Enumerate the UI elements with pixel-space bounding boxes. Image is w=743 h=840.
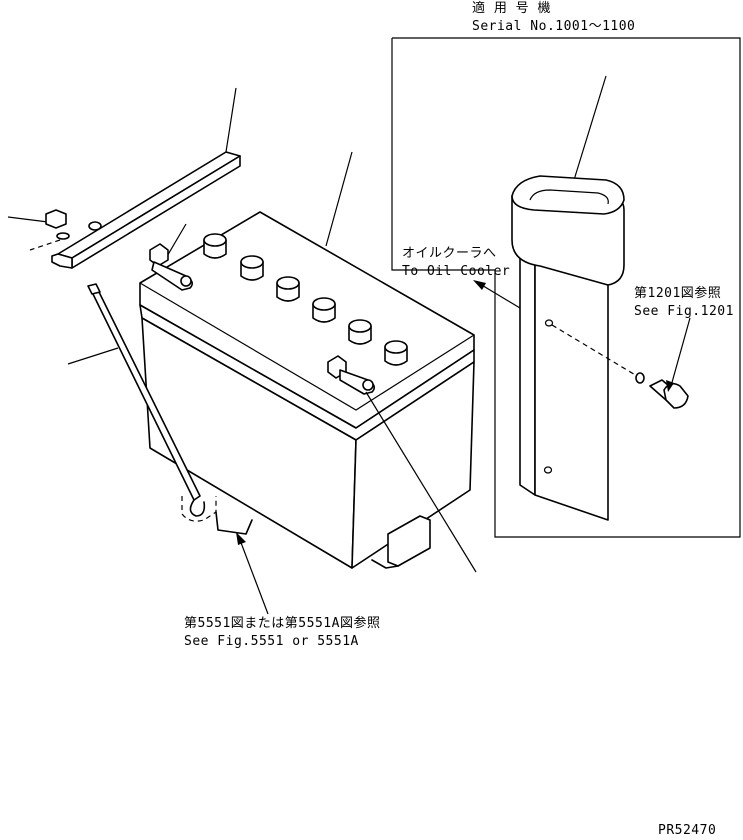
fig1201-label-jp: 第1201図参照: [634, 285, 721, 301]
oil-cooler-label-en: To Oil Cooler: [402, 264, 510, 279]
bolt: [649, 379, 689, 409]
fig1201-arrow: [666, 380, 674, 392]
vent-cap: [312, 297, 336, 323]
hold-down-rod: [67, 283, 206, 517]
vent-cap: [276, 276, 300, 302]
serial-inset: 適 用 号 機 Serial No.1001〜1100 第1201図参照 See…: [391, 0, 741, 538]
channel-bracket: [511, 175, 625, 521]
inset-label-jp: 適 用 号 機: [472, 0, 551, 16]
strap-leader: [225, 87, 237, 153]
strap-nut: [7, 209, 70, 251]
hold-down-strap: [51, 87, 241, 269]
nut-axis: [29, 239, 61, 251]
fig5551-leader: [239, 539, 269, 615]
vent-cap: [348, 319, 372, 345]
fig1201-label-en: See Fig.1201: [634, 304, 734, 319]
strap-hole-nut: [88, 221, 102, 231]
fig5551-arrow: [236, 532, 246, 545]
positive-terminal-leader: [365, 391, 477, 573]
vent-caps: [203, 233, 408, 366]
bracket-hole-upper: [544, 319, 554, 327]
fig1201-leader: [670, 317, 691, 387]
fig5551-label-jp: 第5551図または第5551A図参照: [184, 615, 380, 631]
inset-label-serial: Serial No.1001〜1100: [472, 19, 635, 34]
rod-leader: [67, 347, 119, 365]
base-hook-left: [181, 496, 253, 535]
bracket-leader: [573, 75, 607, 181]
vent-cap: [203, 233, 227, 259]
vent-cap: [384, 340, 408, 366]
base-hook-right: [371, 515, 431, 569]
battery-leader: [325, 151, 353, 247]
inset-frame: [391, 37, 741, 538]
terminal-negative: [149, 223, 194, 291]
bolt-axis: [551, 324, 638, 377]
battery: [139, 151, 477, 573]
washer: [635, 372, 645, 384]
vent-cap: [240, 255, 264, 281]
oil-cooler-arrow: [473, 280, 486, 290]
terminal-positive: [327, 355, 376, 395]
bracket-hole-lower: [543, 466, 553, 474]
drawing-number: PR52470: [658, 823, 716, 838]
nut-washer: [56, 232, 70, 240]
fig5551-label-en: See Fig.5551 or 5551A: [184, 634, 359, 649]
oil-cooler-label-jp: オイルクーラへ: [402, 246, 497, 261]
oil-cooler-leader: [479, 283, 521, 309]
battery-side: [351, 361, 475, 569]
nut-leader: [7, 216, 49, 223]
